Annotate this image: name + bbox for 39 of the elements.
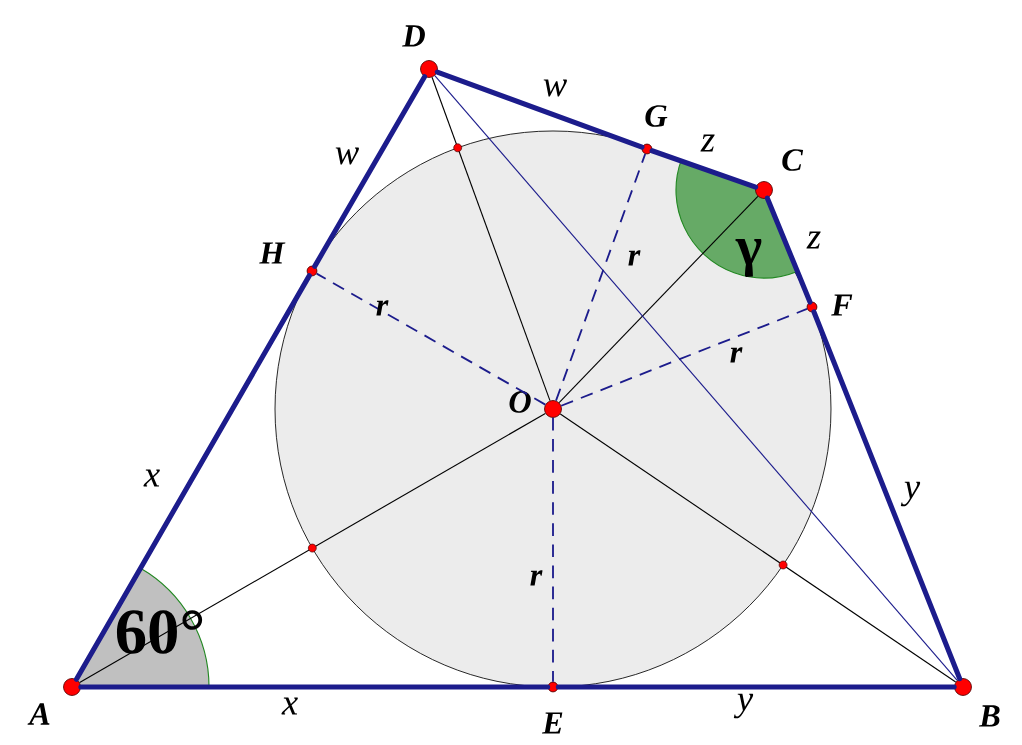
diagonal-line xyxy=(434,75,958,681)
edge-label: y xyxy=(733,693,754,719)
edge-label: y xyxy=(900,481,921,507)
segment-line xyxy=(559,413,957,683)
radius-line xyxy=(560,308,808,407)
side-line xyxy=(555,684,957,690)
side-line xyxy=(434,69,645,150)
side-line xyxy=(73,273,312,682)
point-label: A xyxy=(27,703,50,725)
side-line xyxy=(78,684,551,690)
segment-line xyxy=(79,412,546,684)
side-line xyxy=(312,74,428,269)
segment-line xyxy=(558,195,759,404)
point-label: H xyxy=(259,242,286,264)
edge-label: r xyxy=(628,250,641,266)
point-label: C xyxy=(782,149,804,171)
edge-label: z xyxy=(700,134,715,152)
edge-label: r xyxy=(530,570,543,586)
radius-line xyxy=(315,272,547,406)
edge-label: w xyxy=(543,79,567,97)
radius-line xyxy=(555,153,647,402)
point-label: G xyxy=(645,105,668,127)
edge-label: x xyxy=(281,697,298,715)
angle-label: γ xyxy=(735,239,762,277)
point-label: E xyxy=(541,712,563,734)
point-label: O xyxy=(509,391,531,413)
side-line xyxy=(811,309,963,682)
side-line xyxy=(764,195,813,305)
edge-label: z xyxy=(806,231,821,249)
point-label: B xyxy=(978,705,1000,727)
edge-label: r xyxy=(730,347,743,363)
segment-line xyxy=(431,76,551,402)
side-line xyxy=(649,148,759,190)
edge-label: r xyxy=(376,300,389,316)
edge-label: x xyxy=(143,469,160,487)
edge-label: w xyxy=(335,147,359,165)
point-label: D xyxy=(402,25,425,47)
point-label: F xyxy=(831,294,853,316)
radius-line xyxy=(552,416,554,683)
